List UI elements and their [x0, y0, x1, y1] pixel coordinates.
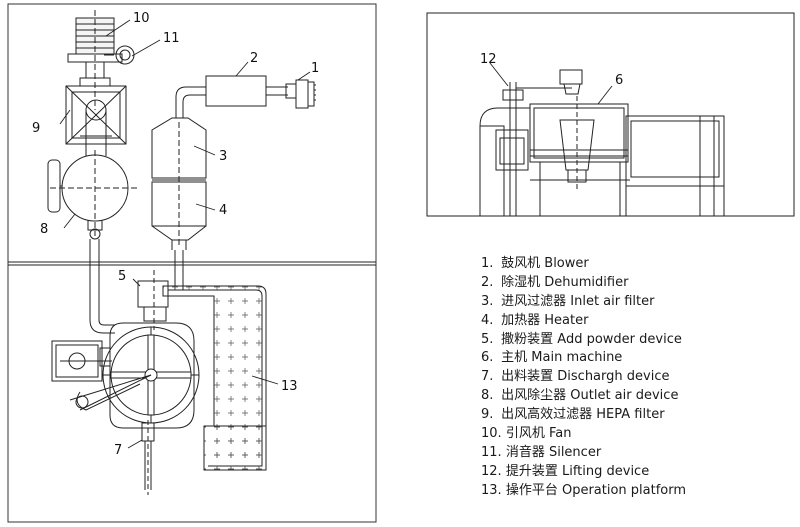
legend-text: 加热器 Heater [501, 312, 589, 328]
leader-lines [59, 19, 613, 449]
legend-num: 5. [481, 331, 494, 347]
legend-item: 1. 鼓风机 Blower [481, 255, 686, 274]
legend-num: 6. [481, 350, 494, 366]
outlet-air-separator [47, 150, 140, 240]
legend-item: 5. 撒粉装置 Add powder device [481, 331, 686, 350]
legend-text: 除湿机 Dehumidifier [501, 274, 629, 290]
legend-item: 3. 进风过滤器 Inlet air filter [481, 293, 686, 312]
legend-num: 9. [481, 407, 494, 423]
legend-text: 出料装置 Dischargh device [501, 369, 670, 385]
callout-5: 5 [118, 269, 126, 284]
inlet-pipe-lower [174, 250, 184, 290]
legend-item: 11. 消音器 Silencer [481, 444, 686, 463]
callout-6: 6 [615, 73, 623, 88]
hepa-outlet-pipe [80, 135, 112, 156]
fan-unit [67, 10, 123, 110]
callout-10: 10 [133, 11, 150, 26]
legend-list: 1. 鼓风机 Blower 2. 除湿机 Dehumidifier 3. 进风过… [481, 255, 686, 501]
plan-view-panel [7, 3, 377, 523]
elevation-view-panel [426, 12, 795, 217]
legend-item: 12. 提升装置 Lifting device [481, 463, 686, 482]
legend-num: 10. [481, 426, 502, 442]
legend-text: 进风过滤器 Inlet air filter [501, 293, 655, 309]
legend-num: 7. [481, 369, 494, 385]
callout-3: 3 [219, 149, 227, 164]
legend-num: 1. [481, 256, 494, 271]
blower [285, 79, 316, 109]
legend-item: 6. 主机 Main machine [481, 349, 686, 368]
legend-num: 11. [481, 444, 502, 460]
callout-11: 11 [163, 31, 180, 46]
legend-item: 4. 加热器 Heater [481, 312, 686, 331]
legend-item: 2. 除湿机 Dehumidifier [481, 274, 686, 293]
callout-2: 2 [250, 51, 258, 66]
hepa-filter-box [65, 85, 127, 145]
add-powder-device [137, 270, 169, 330]
legend-text: 提升装置 Lifting device [505, 463, 650, 479]
lifting-device [479, 82, 530, 217]
callout-1: 1 [311, 61, 319, 76]
legend-text: 消音器 Silencer [505, 444, 602, 460]
operation-platform [162, 285, 267, 471]
legend-num: 4. [481, 312, 494, 328]
legend-item: 9. 出风高效过滤器 HEPA filter [481, 406, 686, 425]
legend-num: 8. [481, 388, 494, 404]
inlet-filter-and-heater [151, 117, 207, 250]
legend-num: 2. [481, 274, 494, 290]
callout-13: 13 [281, 379, 298, 394]
legend-text: 操作平台 Operation platform [505, 482, 687, 498]
dehumidifier [205, 75, 288, 107]
legend-text: 引风机 Fan [505, 426, 572, 442]
drive-assembly [51, 340, 141, 411]
dehumidifier-pipe [175, 86, 206, 118]
legend-num: 3. [481, 293, 494, 309]
main-machine-elevation [516, 69, 630, 216]
platform-elevation [625, 115, 725, 217]
legend-item: 13. 操作平台 Operation platform [481, 482, 686, 501]
callout-12: 12 [480, 52, 497, 67]
legend-text: 撒粉装置 Add powder device [501, 331, 682, 347]
legend-item: 8. 出风除尘器 Outlet air device [481, 387, 686, 406]
legend-num: 13. [481, 482, 502, 498]
callout-9: 9 [32, 121, 40, 136]
callout-7: 7 [114, 443, 122, 458]
callout-4: 4 [219, 203, 227, 218]
legend-item: 7. 出料装置 Dischargh device [481, 368, 686, 387]
legend-text: 出风除尘器 Outlet air device [501, 388, 679, 404]
outlet-pipe-lower [89, 239, 115, 334]
discharge-device [141, 420, 155, 495]
legend-text: 主机 Main machine [501, 350, 623, 366]
legend-text: 鼓风机 Blower [501, 256, 589, 271]
legend-num: 12. [481, 463, 502, 479]
legend-text: 出风高效过滤器 HEPA filter [501, 407, 665, 423]
callout-8: 8 [40, 222, 48, 237]
legend-item: 10. 引风机 Fan [481, 425, 686, 444]
main-machine-plan [69, 322, 200, 429]
